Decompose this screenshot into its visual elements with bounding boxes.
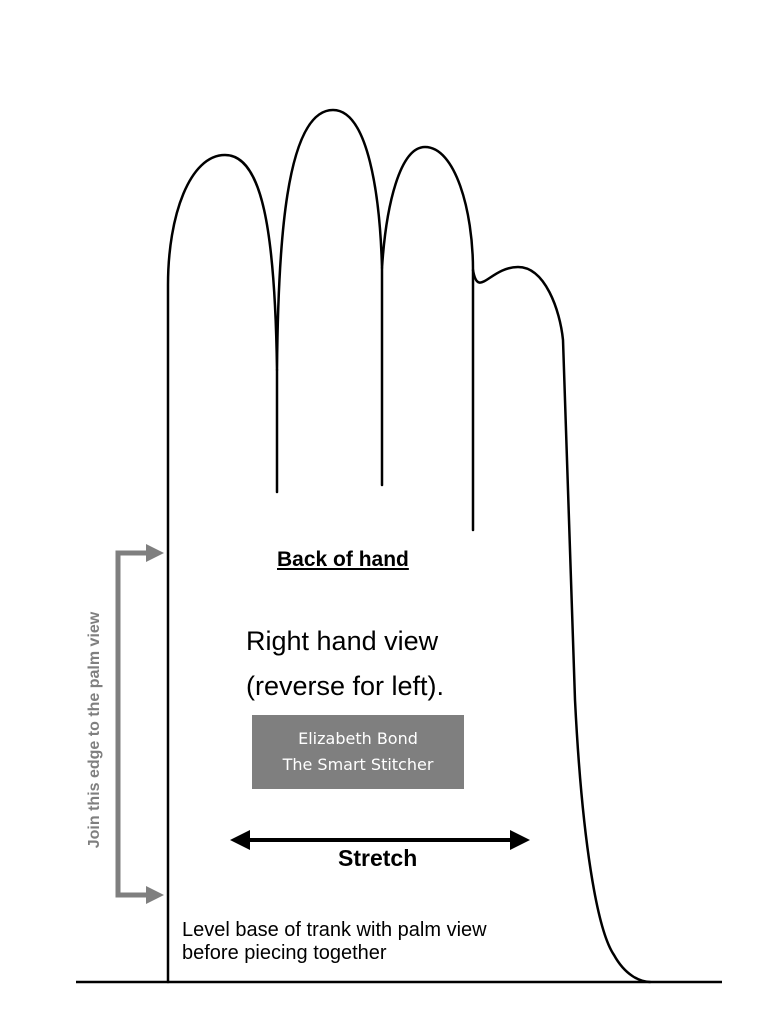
join-arrowhead-bottom	[146, 886, 164, 904]
join-arrowhead-top	[146, 544, 164, 562]
view-title: Right hand view (reverse for left).	[246, 619, 444, 709]
credit-name: Elizabeth Bond	[298, 729, 418, 748]
base-note: Level base of trank with palm view befor…	[182, 919, 487, 965]
stretch-arrowhead-right	[510, 830, 530, 850]
view-title-line-2: (reverse for left).	[246, 671, 445, 701]
view-title-line-1: Right hand view	[246, 626, 439, 656]
credit-box: Elizabeth Bond The Smart Stitcher	[252, 715, 464, 789]
base-note-line-2: before piecing together	[182, 942, 387, 964]
glove-outline	[166, 108, 652, 984]
credit-brand: The Smart Stitcher	[282, 755, 434, 774]
back-of-hand-label: Back of hand	[277, 548, 409, 571]
stretch-label: Stretch	[338, 845, 418, 871]
join-bracket	[115, 550, 148, 898]
join-edge-note: Join this edge to the palm view	[86, 611, 103, 849]
base-note-line-1: Level base of trank with palm view	[182, 919, 487, 941]
stretch-arrowhead-left	[230, 830, 250, 850]
